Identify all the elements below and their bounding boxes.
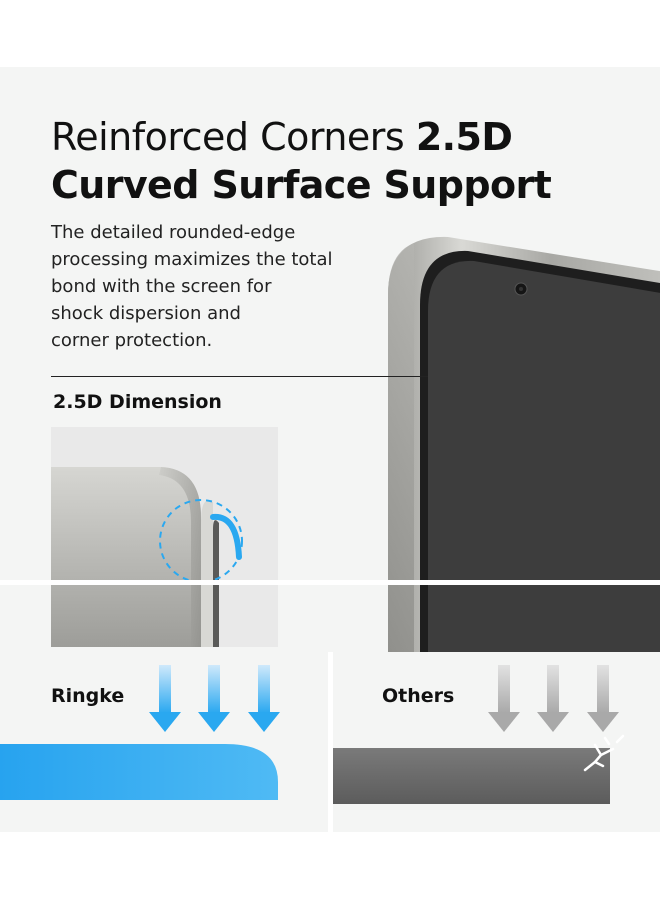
dimension-label: 2.5D Dimension <box>53 391 222 413</box>
description: The detailed rounded-edge processing max… <box>51 219 351 354</box>
headline-line-2: Curved Surface Support <box>51 163 552 207</box>
flat-glass-edge <box>333 748 610 804</box>
separator <box>0 580 660 585</box>
headline-bold-text: 2.5D <box>415 115 513 159</box>
dashed-circle-icon <box>159 499 243 583</box>
rounded-glass-edge <box>0 744 278 800</box>
callout-line <box>51 376 428 377</box>
others-label: Others <box>382 685 455 707</box>
separator <box>328 652 333 832</box>
ringke-comparison: Ringke <box>0 652 328 832</box>
description-line: The detailed rounded-edge <box>51 222 296 243</box>
headline-light-text: Reinforced Corners <box>51 115 416 159</box>
down-arrow-icon <box>149 665 181 732</box>
description-line: bond with the screen for <box>51 276 272 297</box>
phone-illustration <box>384 235 660 655</box>
headline: Reinforced Corners 2.5D Curved Surface S… <box>51 114 611 208</box>
ringke-label: Ringke <box>51 685 125 707</box>
headline-line-1: Reinforced Corners 2.5D <box>51 114 611 162</box>
down-arrow-icon <box>488 665 520 732</box>
feature-panel: Reinforced Corners 2.5D Curved Surface S… <box>0 67 660 832</box>
down-arrow-icon <box>537 665 569 732</box>
down-arrow-icon <box>198 665 230 732</box>
description-line: processing maximizes the total <box>51 249 333 270</box>
description-line: corner protection. <box>51 330 213 351</box>
crack-icon <box>583 734 625 772</box>
edge-zoom-detail <box>51 427 278 647</box>
description-line: shock dispersion and <box>51 303 241 324</box>
down-arrow-icon <box>248 665 280 732</box>
down-arrow-icon <box>587 665 619 732</box>
others-comparison: Others <box>333 652 660 832</box>
